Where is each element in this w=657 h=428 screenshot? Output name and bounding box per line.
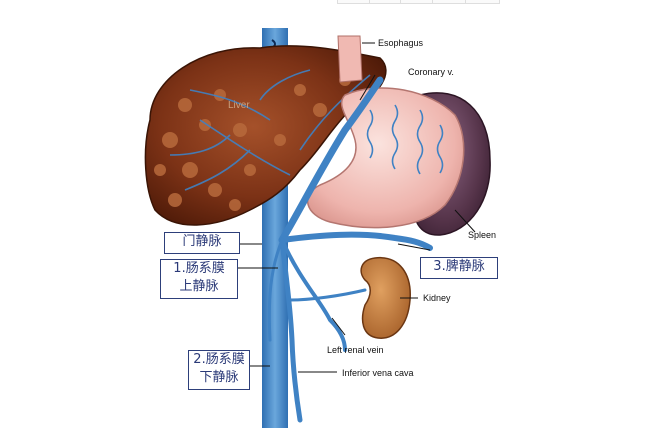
- imv-label-line1: 2.肠系膜: [193, 352, 245, 367]
- esophagus-shape: [337, 35, 363, 83]
- superior-mesenteric-vein-box: 1.肠系膜 上静脉: [160, 259, 238, 299]
- left-renal-vein-label: Left renal vein: [327, 345, 384, 355]
- splenic-vein-label: 3.脾静脉: [433, 259, 485, 274]
- smv-label-line2: 上静脉: [179, 279, 219, 294]
- stomach-shape: [306, 87, 465, 229]
- coronary-vein-label: Coronary v.: [408, 67, 454, 77]
- smv-label-line1: 1.肠系膜: [173, 261, 225, 276]
- inferior-mesenteric-vein-box: 2.肠系膜 下静脉: [188, 350, 250, 390]
- inferior-vena-cava-label: Inferior vena cava: [342, 368, 414, 378]
- portal-vein-box: 门静脉: [164, 232, 240, 254]
- top-toolbar-strip: [337, 0, 500, 4]
- spleen-label: Spleen: [468, 230, 496, 240]
- portal-vein-label: 门静脉: [182, 234, 222, 249]
- liver-label: Liver: [228, 100, 250, 111]
- kidney-shape: [360, 257, 411, 339]
- portal-venous-system: [267, 76, 433, 423]
- label-leader-lines: [238, 42, 476, 373]
- splenic-vein-box: 3.脾静脉: [420, 257, 498, 279]
- imv-label-line2: 下静脉: [199, 370, 239, 385]
- liver-shape: [144, 45, 387, 226]
- esophagus-label: Esophagus: [378, 38, 424, 48]
- kidney-label: Kidney: [423, 293, 451, 303]
